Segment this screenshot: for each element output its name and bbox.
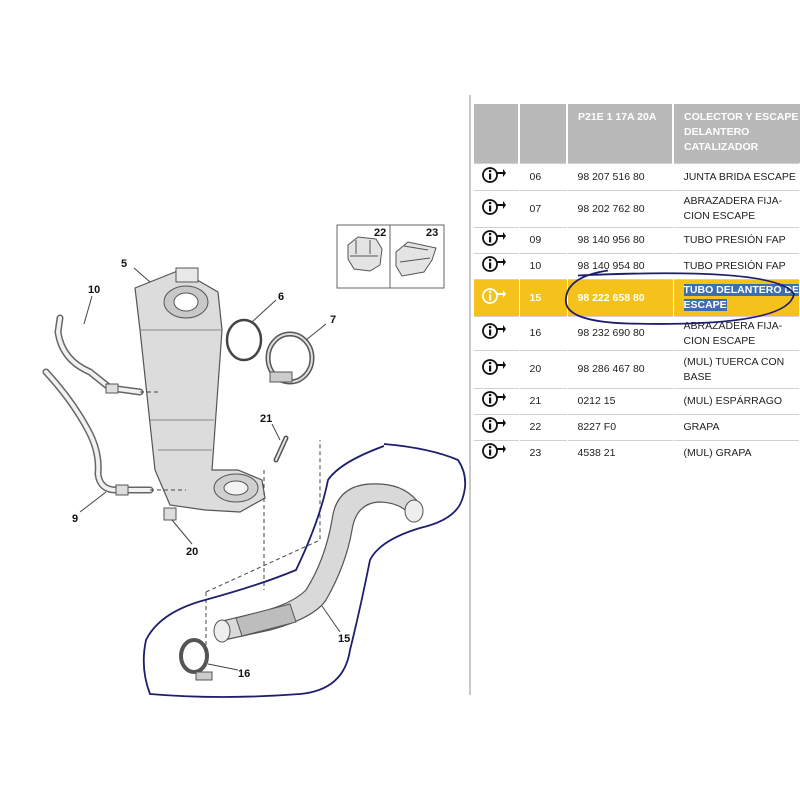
- header-icon-col: [474, 104, 520, 164]
- label-23: 23: [426, 227, 438, 239]
- row-description: TUBO PRESIÓN FAP: [673, 253, 800, 280]
- info-cell[interactable]: [474, 163, 520, 191]
- header-ref-col: [519, 104, 568, 164]
- label-5: 5: [121, 258, 127, 270]
- panel-divider: [469, 95, 471, 695]
- label-6: 6: [278, 291, 284, 303]
- leader-lines: [79, 267, 341, 671]
- row-description: (MUL) ESPÁRRAGO: [673, 388, 800, 415]
- row-ref: 10: [519, 253, 568, 280]
- nut-20-drawing: [163, 507, 177, 521]
- table-header-row: P21E 1 17A 20A COLECTOR Y ESCAPE DELANTE…: [474, 104, 800, 164]
- label-22: 22: [374, 227, 386, 239]
- row-description: JUNTA BRIDA ESCAPE: [673, 163, 800, 191]
- row-description: ABRAZADERA FIJA-CION ESCAPE: [673, 190, 800, 228]
- info-arrow-icon[interactable]: [482, 322, 506, 340]
- row-ref: 23: [519, 440, 568, 467]
- info-cell[interactable]: [474, 190, 520, 228]
- clip-22-drawing: [347, 236, 383, 272]
- info-arrow-icon[interactable]: [482, 390, 506, 408]
- gasket-6-drawing: [225, 318, 263, 362]
- row-ref: 21: [519, 388, 568, 415]
- row-part-number: 8227 F0: [567, 414, 674, 441]
- info-arrow-icon[interactable]: [482, 198, 506, 216]
- info-cell[interactable]: [474, 316, 520, 351]
- clip-inset: [336, 224, 445, 289]
- info-cell[interactable]: [474, 227, 520, 254]
- label-7: 7: [330, 314, 336, 326]
- info-cell[interactable]: [474, 388, 520, 415]
- info-cell[interactable]: [474, 253, 520, 280]
- label-10: 10: [88, 284, 100, 296]
- info-arrow-icon[interactable]: [482, 255, 506, 273]
- row-description: ABRAZADERA FIJA-CION ESCAPE: [673, 316, 800, 351]
- row-ref: 09: [519, 227, 568, 254]
- row-ref: 07: [519, 190, 568, 228]
- info-arrow-icon[interactable]: [482, 442, 506, 460]
- annotation-outline-tube: [142, 443, 467, 698]
- front-exhaust-tube-15: [213, 483, 424, 643]
- clamp-7-drawing: [265, 331, 315, 385]
- row-ref: 22: [519, 414, 568, 441]
- row-ref: 20: [519, 350, 568, 389]
- clip-23-drawing: [395, 241, 437, 277]
- info-cell[interactable]: [474, 279, 520, 317]
- catalyst-assembly: [134, 267, 266, 513]
- info-cell[interactable]: [474, 440, 520, 467]
- row-part-number: 98 286 467 80: [567, 350, 674, 389]
- row-description: TUBO PRESIÓN FAP: [673, 227, 800, 254]
- row-part-number: 0212 15: [567, 388, 674, 415]
- label-16: 16: [238, 668, 250, 680]
- row-description: (MUL) GRAPA: [673, 440, 800, 467]
- assembly-lines: [140, 391, 321, 655]
- pressure-tube-9: [42, 368, 154, 496]
- row-part-number: 98 202 762 80: [567, 190, 674, 228]
- header-group-title: COLECTOR Y ESCAPE DELANTERO CATALIZADOR: [673, 104, 800, 164]
- info-cell[interactable]: [474, 414, 520, 441]
- row-ref: 16: [519, 316, 568, 351]
- row-part-number: 98 222 658 80: [567, 279, 674, 317]
- row-part-number: 98 232 690 80: [567, 316, 674, 351]
- exhaust-parts-diagram: 5 6 7 9 10 15 16 20 21 22 23: [42, 224, 467, 698]
- label-9: 9: [72, 513, 78, 525]
- info-arrow-icon[interactable]: [482, 358, 506, 376]
- row-description: GRAPA: [673, 414, 800, 441]
- info-arrow-icon[interactable]: [482, 229, 506, 247]
- parts-table: P21E 1 17A 20A COLECTOR Y ESCAPE DELANTE…: [474, 104, 800, 467]
- row-part-number: 98 207 516 80: [567, 163, 674, 191]
- header-model-code: P21E 1 17A 20A: [567, 104, 674, 164]
- row-ref: 06: [519, 163, 568, 191]
- info-arrow-icon[interactable]: [482, 287, 506, 305]
- row-description: TUBO DELANTERO DE ESCAPE: [673, 279, 800, 317]
- row-ref: 15: [519, 279, 568, 317]
- info-arrow-icon[interactable]: [482, 416, 506, 434]
- info-cell[interactable]: [474, 350, 520, 389]
- label-15: 15: [338, 633, 350, 645]
- info-arrow-icon[interactable]: [482, 166, 506, 184]
- label-20: 20: [186, 546, 198, 558]
- clamp-16-drawing: [179, 638, 213, 681]
- selected-description-text: TUBO DELANTERO DE ESCAPE: [683, 284, 799, 311]
- row-description: (MUL) TUERCA CON BASE: [673, 350, 800, 389]
- stud-21-drawing: [273, 435, 289, 463]
- row-part-number: 98 140 954 80: [567, 253, 674, 280]
- pressure-tube-10: [54, 314, 144, 396]
- row-part-number: 98 140 956 80: [567, 227, 674, 254]
- row-part-number: 4538 21: [567, 440, 674, 467]
- label-21: 21: [260, 413, 272, 425]
